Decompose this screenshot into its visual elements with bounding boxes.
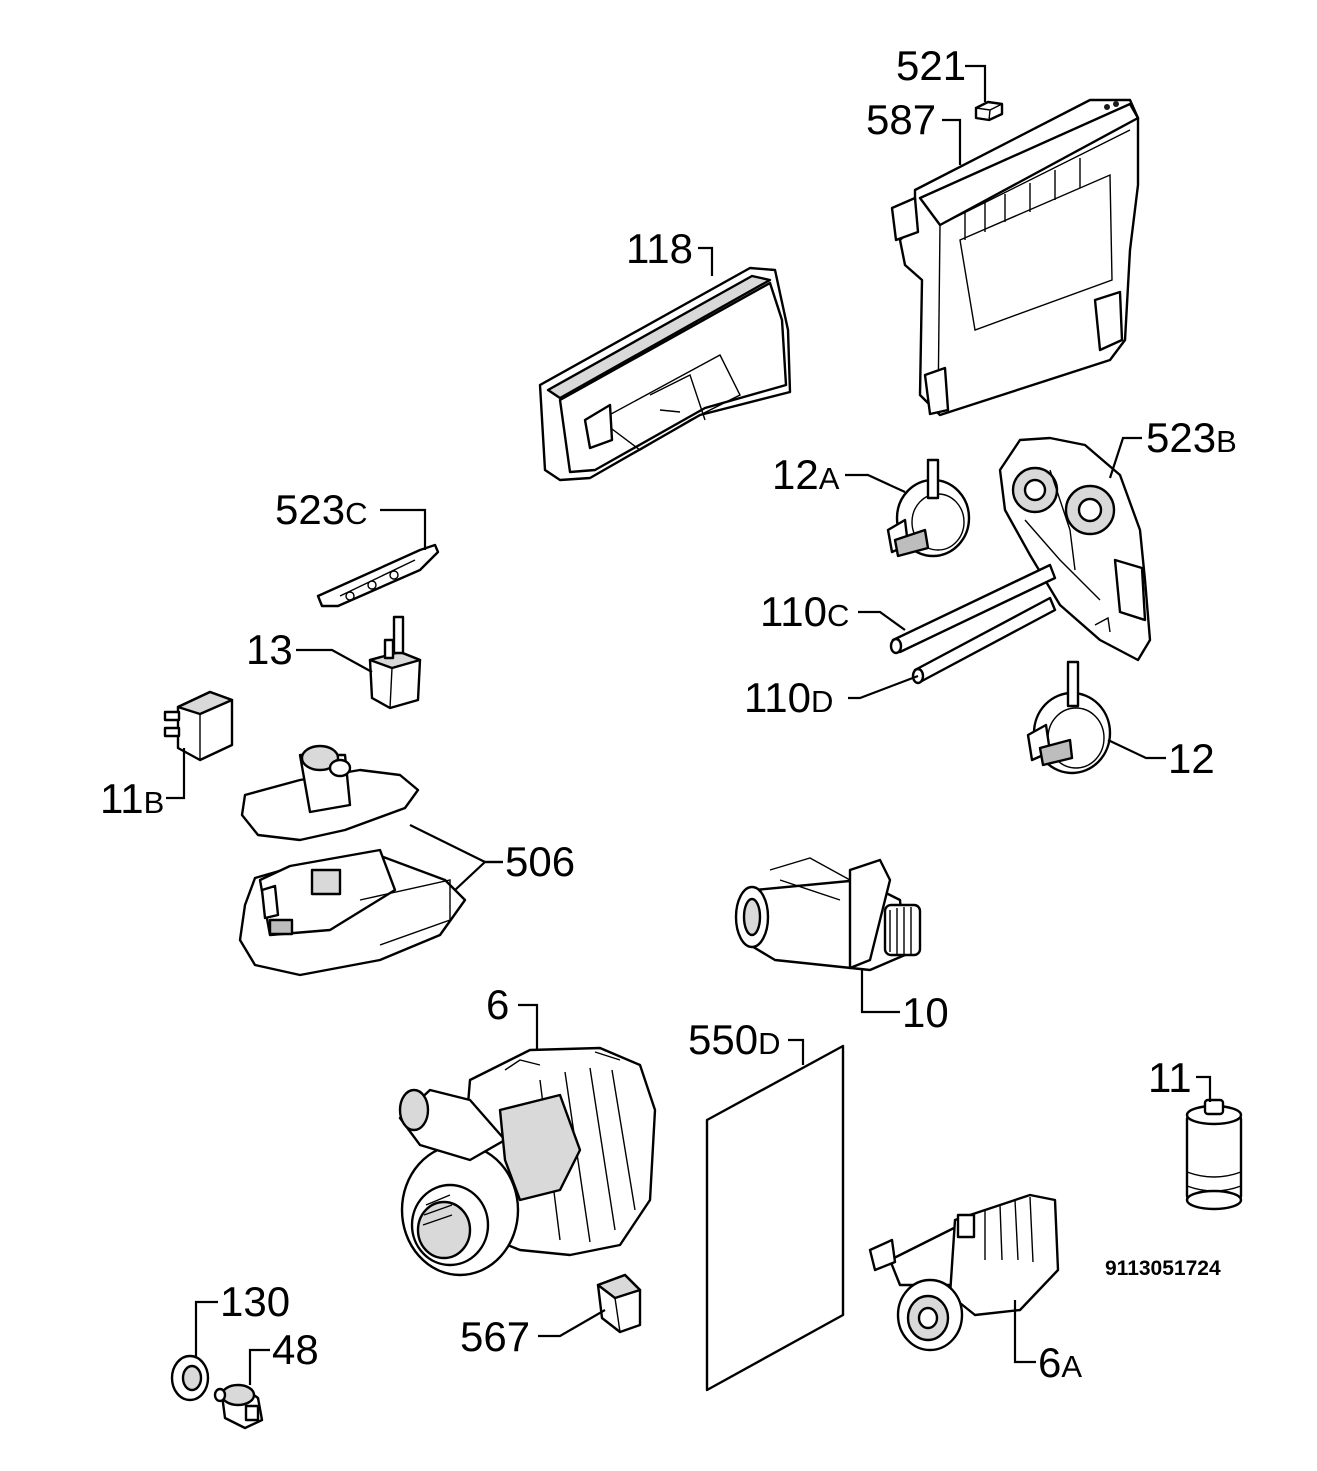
callout-110c: 110C	[760, 588, 849, 635]
callout-550d: 550D	[688, 1016, 780, 1063]
callout-521: 521	[896, 42, 966, 89]
callout-48: 48	[272, 1326, 319, 1373]
leader-523b	[1108, 436, 1142, 479]
callout-6: 6	[486, 981, 509, 1028]
callout-12a: 12A	[772, 451, 840, 498]
part-110d-hose	[911, 596, 1057, 685]
part-12a-pressure-switch	[886, 458, 971, 558]
part-11b-relay	[163, 690, 234, 762]
callout-506: 506	[505, 838, 575, 885]
leader-523c	[380, 508, 427, 550]
callout-130: 130	[220, 1278, 290, 1325]
part-13-switch	[368, 615, 422, 710]
part-521-connector	[974, 100, 1004, 122]
leader-110d	[848, 674, 919, 700]
callout-523b: 523B	[1146, 414, 1237, 461]
leader-6	[518, 1003, 539, 1050]
callout-11: 11	[1148, 1054, 1192, 1101]
leader-lines	[166, 64, 1212, 1385]
leader-10	[860, 968, 900, 1014]
part-523c-bracket	[316, 543, 440, 608]
leader-6a	[1013, 1300, 1036, 1364]
leader-11	[1196, 1075, 1212, 1102]
leader-130	[194, 1300, 218, 1357]
callout-110d: 110D	[744, 674, 833, 721]
part-110c-hose	[889, 563, 1057, 655]
part-550d-sheet	[705, 1044, 845, 1392]
callout-587: 587	[866, 96, 936, 143]
part-6a-drain-pump	[868, 1193, 1060, 1352]
part-506-base	[238, 848, 467, 977]
callout-12: 12	[1168, 735, 1215, 782]
part-118-housing	[538, 266, 792, 482]
leader-567	[538, 1309, 606, 1338]
leader-506b	[454, 860, 503, 891]
leader-11b	[166, 748, 186, 800]
callout-118: 118	[626, 225, 693, 272]
leader-48	[248, 1348, 270, 1385]
part-130-ring	[170, 1354, 210, 1402]
callout-13: 13	[246, 626, 293, 673]
part-48-plug	[213, 1383, 264, 1430]
part-6-motor	[398, 1046, 657, 1277]
leader-12	[1107, 739, 1166, 760]
part-506-cover-top	[240, 744, 420, 842]
part-587-control-module	[890, 98, 1140, 417]
callout-567: 567	[460, 1313, 530, 1360]
part-10-heater	[734, 857, 922, 972]
callout-labels: 521 587 118 523B 12A 523C 110C 13 110D 1…	[100, 42, 1237, 1386]
part-11-capacitor	[1185, 1098, 1243, 1211]
part-12-pressure-switch	[1026, 660, 1112, 775]
leader-550d	[788, 1038, 805, 1065]
leader-118	[698, 246, 714, 276]
callout-10: 10	[902, 989, 949, 1036]
document-number: 9113051724	[1105, 1257, 1221, 1280]
callout-11b: 11B	[100, 775, 164, 822]
part-523b-assembly	[998, 436, 1152, 662]
callout-523c: 523C	[275, 486, 367, 533]
part-567-clip	[596, 1273, 642, 1334]
leader-506a	[409, 824, 503, 864]
callout-6a: 6A	[1038, 1339, 1082, 1386]
leader-521	[965, 64, 987, 102]
leader-587	[942, 118, 962, 165]
leader-110c	[858, 610, 906, 631]
leader-12a	[845, 473, 906, 493]
leader-13	[296, 648, 373, 673]
